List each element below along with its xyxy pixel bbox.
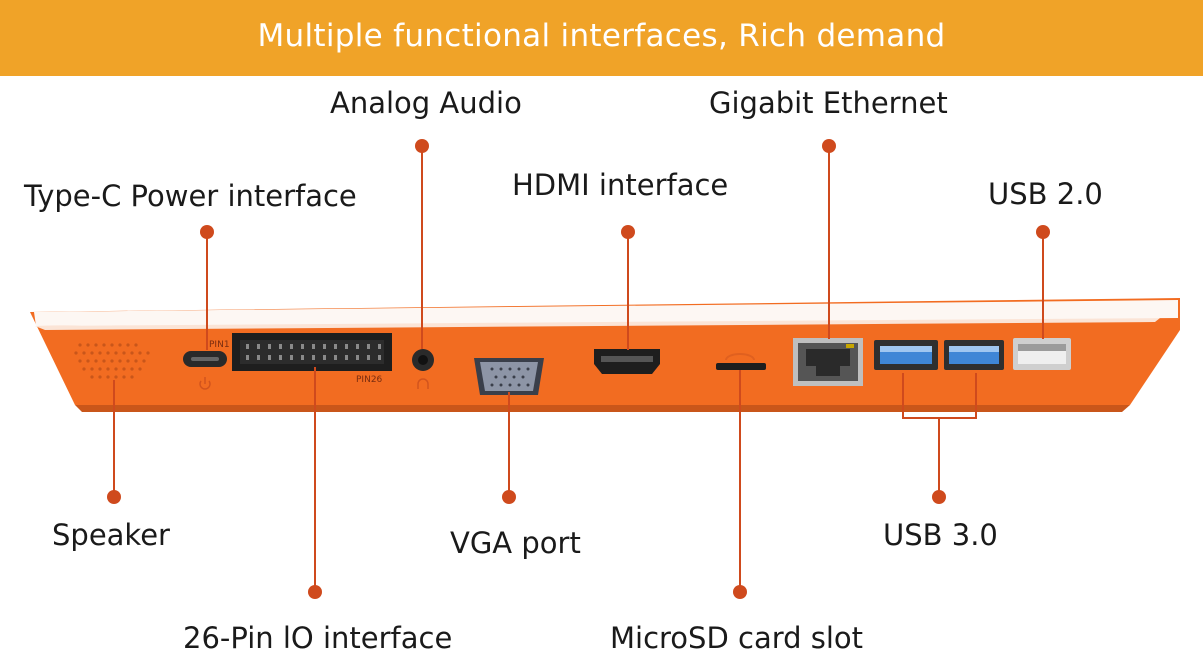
usb3-port-2 — [944, 340, 1004, 370]
microsd-label: MicroSD card slot — [610, 621, 864, 655]
microsd-callout-dot — [733, 585, 747, 599]
usb2-port — [1013, 338, 1071, 370]
usb2-callout-dot — [1036, 225, 1050, 239]
audio-callout-dot — [415, 139, 429, 153]
speaker-grille — [74, 343, 150, 379]
pin1-marking: PIN1 — [209, 340, 230, 350]
hdmi-interface-label: HDMI interface — [512, 168, 729, 202]
microsd-slot — [716, 353, 766, 370]
ethernet-port — [793, 338, 863, 386]
headphone-icon — [417, 378, 429, 389]
speaker-callout-dot — [107, 490, 121, 504]
pin26-marking: PIN26 — [356, 375, 383, 385]
hdmi-callout-dot — [621, 225, 635, 239]
pin-header-26 — [232, 333, 392, 371]
vga-pins — [490, 367, 530, 387]
callout-dots — [107, 139, 1050, 599]
type-c-power-label: Type-C Power interface — [24, 179, 357, 213]
title-banner: Multiple functional interfaces, Rich dem… — [0, 0, 1203, 76]
speaker-label: Speaker — [52, 518, 170, 552]
usb3-label: USB 3.0 — [883, 518, 998, 552]
hdmi-port — [594, 349, 660, 374]
power-icon — [199, 377, 211, 390]
usb3-callout-dot — [932, 490, 946, 504]
callout-lines — [113, 146, 1044, 592]
pin-io-label: 26-Pin lO interface — [183, 621, 453, 655]
pin-io-callout-dot — [308, 585, 322, 599]
type-c-callout-dot — [200, 225, 214, 239]
vga-port — [474, 358, 544, 395]
type-c-port — [183, 351, 227, 367]
ethernet-callout-dot — [822, 139, 836, 153]
audio-jack — [412, 349, 434, 371]
banner-title: Multiple functional interfaces, Rich dem… — [257, 18, 946, 54]
analog-audio-label: Analog Audio — [330, 86, 522, 120]
vga-callout-dot — [502, 490, 516, 504]
usb3-port-1 — [874, 340, 938, 370]
vga-port-label: VGA port — [450, 526, 581, 560]
pin-header-pins — [246, 344, 381, 360]
usb2-label: USB 2.0 — [988, 177, 1103, 211]
gigabit-ethernet-label: Gigabit Ethernet — [709, 86, 948, 120]
